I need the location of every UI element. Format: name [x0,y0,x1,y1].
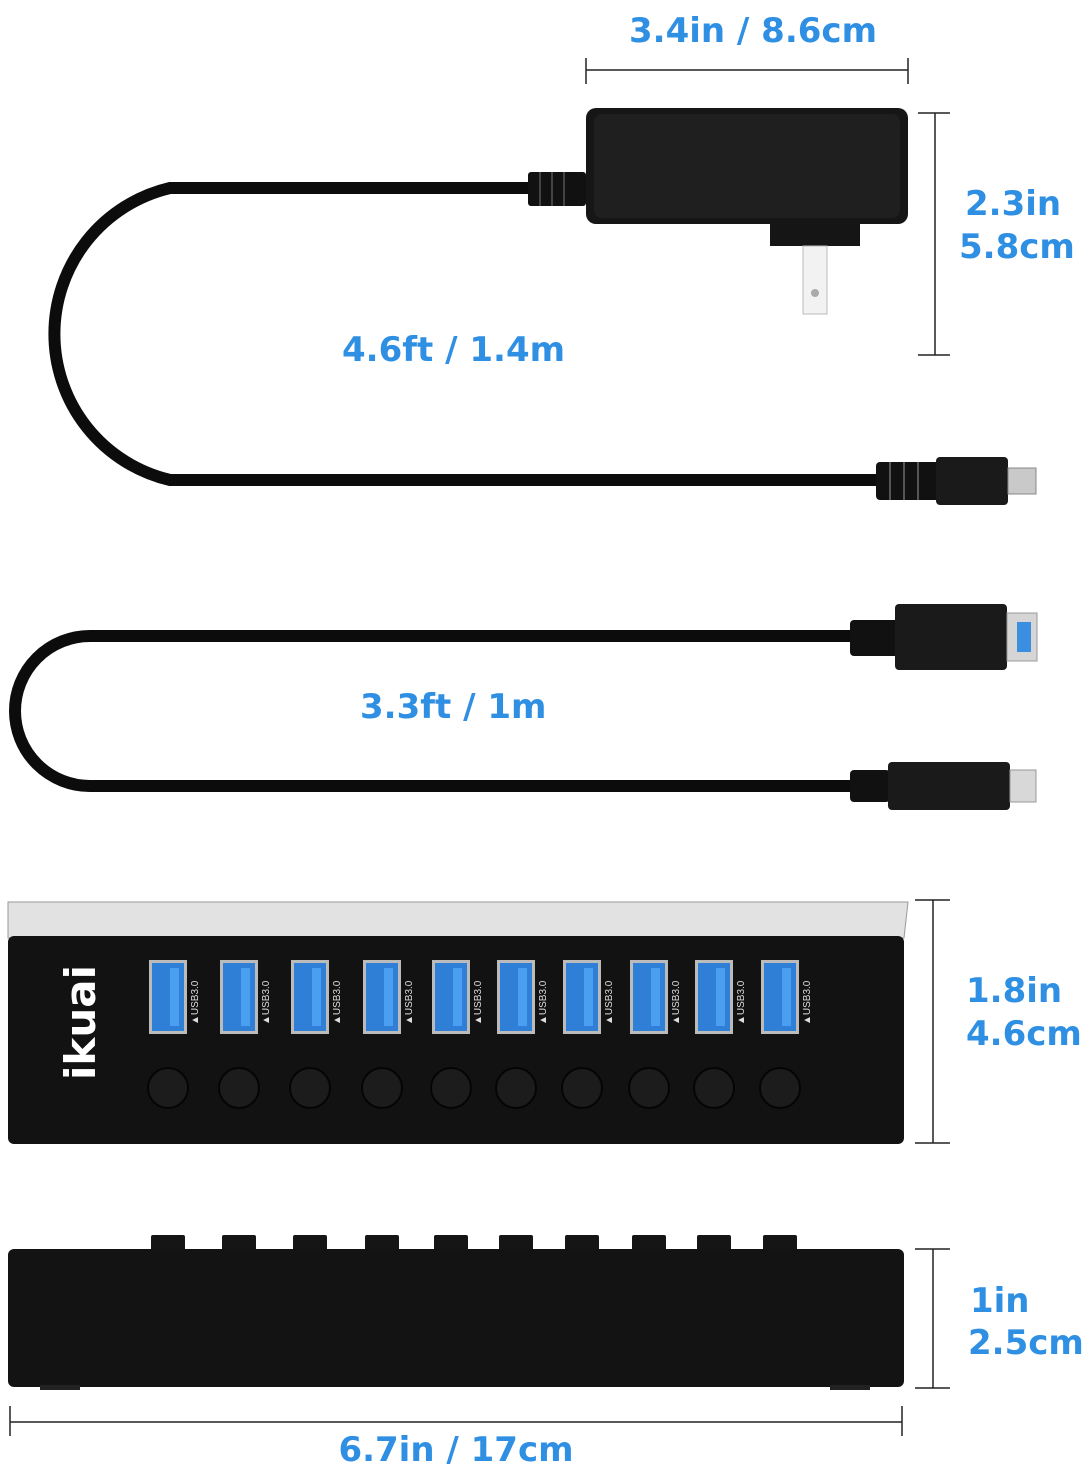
port-power-button[interactable] [628,1067,670,1109]
port-power-button[interactable] [759,1067,801,1109]
usb-port: ▲USB3.0 [761,960,813,1034]
side-power-button[interactable] [697,1235,731,1251]
adapter-height-dimension-line [918,112,950,356]
port-power-button[interactable] [693,1067,735,1109]
side-power-button[interactable] [499,1235,533,1251]
power-cable-length-label: 4.6ft / 1.4m [342,330,565,370]
adapter-width-dimension-line [585,58,909,84]
hub-height-in-label: 1.8in [966,971,1062,1011]
usb-port-label: ▲USB3.0 [604,980,615,1025]
hub-side-view [8,1235,904,1390]
power-adapter [528,108,908,315]
port-power-button[interactable] [495,1067,537,1109]
usb-port-label: ▲USB3.0 [332,980,343,1025]
usb-port: ▲USB3.0 [497,960,549,1034]
usb-port-label: ▲USB3.0 [671,980,682,1025]
hub-depth-in-label: 1in [970,1281,1030,1321]
side-power-button[interactable] [434,1235,468,1251]
usb-port: ▲USB3.0 [149,960,201,1034]
usb-port: ▲USB3.0 [563,960,615,1034]
adapter-height-cm-label: 5.8cm [959,227,1075,267]
usb-port-label: ▲USB3.0 [538,980,549,1025]
side-power-button[interactable] [151,1235,185,1251]
usb-port-label: ▲USB3.0 [736,980,747,1025]
usb-cable [9,630,860,792]
usb-port-label: ▲USB3.0 [404,980,415,1025]
usb-port-label: ▲USB3.0 [473,980,484,1025]
side-power-button[interactable] [632,1235,666,1251]
side-power-button[interactable] [763,1235,797,1251]
hub-depth-cm-label: 2.5cm [968,1323,1084,1363]
usb-port-label: ▲USB3.0 [190,980,201,1025]
port-power-button[interactable] [561,1067,603,1109]
hub-length-label: 6.7in / 17cm [338,1430,573,1470]
usb-port: ▲USB3.0 [363,960,415,1034]
side-power-button[interactable] [565,1235,599,1251]
port-power-button[interactable] [361,1067,403,1109]
usb-cable-length-label: 3.3ft / 1m [360,687,546,727]
usb-port-label: ▲USB3.0 [802,980,813,1025]
brand-logo: ikuai [56,965,105,1080]
usb-port: ▲USB3.0 [291,960,343,1034]
adapter-height-in-label: 2.3in [965,184,1061,224]
dc-plug [876,457,1037,505]
hub-depth-dimension-line [915,1248,950,1389]
usb-port: ▲USB3.0 [630,960,682,1034]
port-power-button[interactable] [289,1067,331,1109]
hub-height-dimension-line [915,899,950,1144]
usb-port: ▲USB3.0 [695,960,747,1034]
hub-length-dimension-line [9,1406,903,1436]
port-power-button[interactable] [147,1067,189,1109]
adapter-width-label: 3.4in / 8.6cm [629,11,877,51]
side-power-button[interactable] [293,1235,327,1251]
usb-port-label: ▲USB3.0 [261,980,272,1025]
power-cable [48,182,880,486]
usb-b-plug [850,762,1037,810]
port-power-button[interactable] [218,1067,260,1109]
port-power-button[interactable] [430,1067,472,1109]
side-power-button[interactable] [222,1235,256,1251]
side-power-button[interactable] [365,1235,399,1251]
usb-port: ▲USB3.0 [432,960,484,1034]
hub-front-view: ikuai ▲USB3.0 ▲USB3.0 ▲USB3.0 ▲USB3.0 ▲USB3.… [7,901,909,1144]
usb-port: ▲USB3.0 [220,960,272,1034]
hub-height-cm-label: 4.6cm [966,1014,1082,1054]
usb-a-plug [850,604,1038,670]
